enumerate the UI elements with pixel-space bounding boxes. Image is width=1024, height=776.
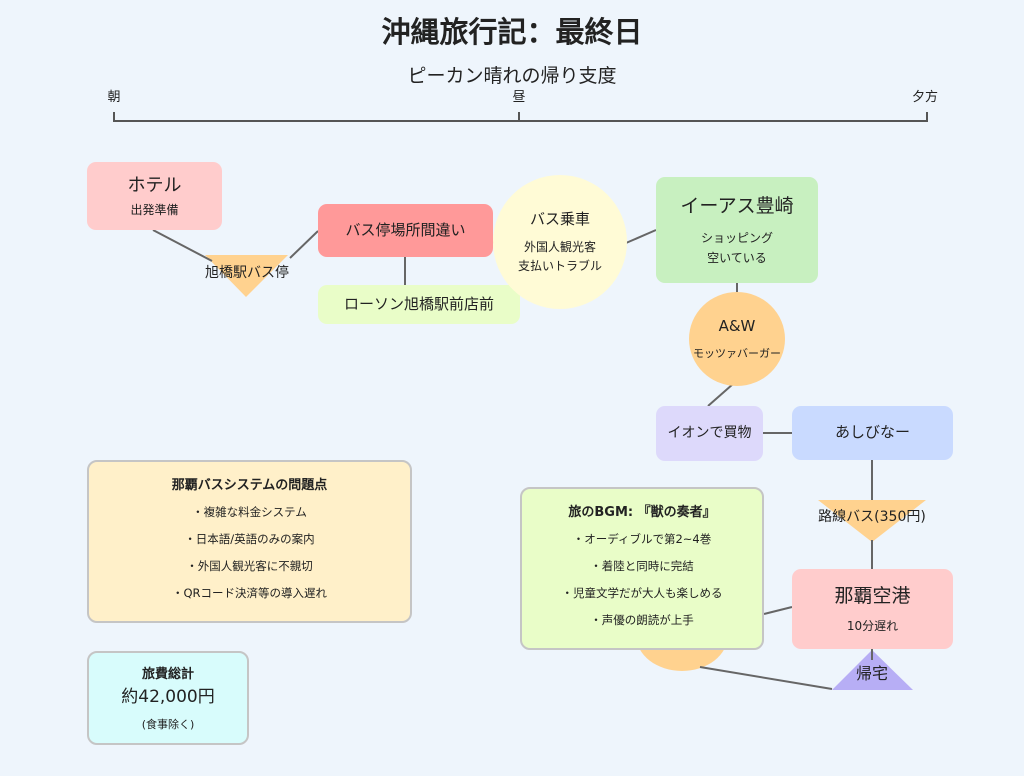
problems-item: ・外国人観光客に不親切 <box>186 559 313 573</box>
cost-panel: 旅費総計 約42,000円 (食事除く) <box>87 651 249 745</box>
link-hidden-home <box>699 666 833 690</box>
wrong-place-node: バス停場所間違い <box>318 204 493 257</box>
problems-title: 那覇バスシステムの問題点 <box>171 478 328 493</box>
route-bus-label: 路線バス(350円) <box>818 509 926 525</box>
lawson-title: ローソン旭橋駅前店前 <box>343 294 494 313</box>
aeon-node: イオンで買物 <box>656 406 763 461</box>
route-bus-triangle <box>818 500 926 542</box>
lawson-node: ローソン旭橋駅前店前 <box>318 285 520 324</box>
bus-ride-node: バス乗車 外国人観光客 支払いトラブル <box>493 175 627 309</box>
problems-item: ・複雑な料金システム <box>192 505 307 519</box>
link-bgm-airport <box>763 606 793 615</box>
cost-note: (食事除く) <box>141 718 195 731</box>
hotel-node: ホテル 出発準備 <box>87 162 222 230</box>
bus-ride-sub2: 支払いトラブル <box>517 258 602 273</box>
aw-sub: モッツァバーガー <box>693 346 781 360</box>
timeline-label-noon: 昼 <box>512 89 526 105</box>
hotel-sub: 出発準備 <box>130 203 179 218</box>
bus-ride-title: バス乗車 <box>529 210 590 229</box>
timeline-label-evening: 夕方 <box>911 89 938 105</box>
ashibinaa-title: あしびなー <box>834 423 910 442</box>
page-title: 沖縄旅行記：最終日 <box>381 15 643 49</box>
timeline-label-morning: 朝 <box>107 89 121 105</box>
bus-ride-sub1: 外国人観光客 <box>523 239 596 254</box>
link-busstop-wrongplace <box>289 230 319 259</box>
link-hotel-busstop <box>152 229 213 262</box>
home-triangle <box>832 650 913 690</box>
link-aw-aeon <box>707 383 734 407</box>
cost-amount: 約42,000円 <box>121 687 215 707</box>
ashibinaa-node: あしびなー <box>792 406 953 460</box>
bgm-item: ・声優の朗読が上手 <box>590 613 694 627</box>
aeon-title: イオンで買物 <box>667 425 752 442</box>
bgm-item: ・児童文学だが大人も楽しめる <box>561 586 723 600</box>
page-subtitle: ピーカン晴れの帰り支度 <box>407 64 617 87</box>
bgm-item: ・オーディブルで第2~4巻 <box>572 532 712 546</box>
problems-item: ・日本語/英語のみの案内 <box>184 532 315 546</box>
problems-panel: 那覇バスシステムの問題点 ・複雑な料金システム ・日本語/英語のみの案内 ・外国… <box>87 460 412 623</box>
airport-title: 那覇空港 <box>834 585 911 608</box>
aw-node: A&W モッツァバーガー <box>689 292 785 386</box>
aeon-mall-title: イーアス豊崎 <box>680 195 794 218</box>
bgm-panel: 旅のBGM: 『獣の奏者』 ・オーディブルで第2~4巻 ・着陸と同時に完結 ・児… <box>520 487 764 650</box>
aeon-mall-node: イーアス豊崎 ショッピング 空いている <box>656 177 818 283</box>
bgm-title: 旅のBGM: 『獣の奏者』 <box>568 505 716 520</box>
bus-stop-label: 旭橋駅バス停 <box>205 265 289 281</box>
hotel-title: ホテル <box>127 174 182 196</box>
home-label: 帰宅 <box>855 664 888 683</box>
aeon-mall-sub1: ショッピング <box>700 230 773 245</box>
aeon-mall-sub2: 空いている <box>707 250 767 265</box>
cost-title: 旅費総計 <box>141 667 194 682</box>
link-busride-aeonmall <box>625 229 657 244</box>
wrong-place-title: バス停場所間違い <box>345 220 466 239</box>
bgm-item: ・着陸と同時に完結 <box>590 559 694 573</box>
airport-node: 那覇空港 10分遅れ <box>792 569 953 649</box>
bus-stop-triangle <box>205 255 288 297</box>
airport-sub: 10分遅れ <box>846 618 899 633</box>
aw-title: A&W <box>718 317 756 336</box>
problems-item: ・QRコード決済等の導入遅れ <box>171 586 328 600</box>
